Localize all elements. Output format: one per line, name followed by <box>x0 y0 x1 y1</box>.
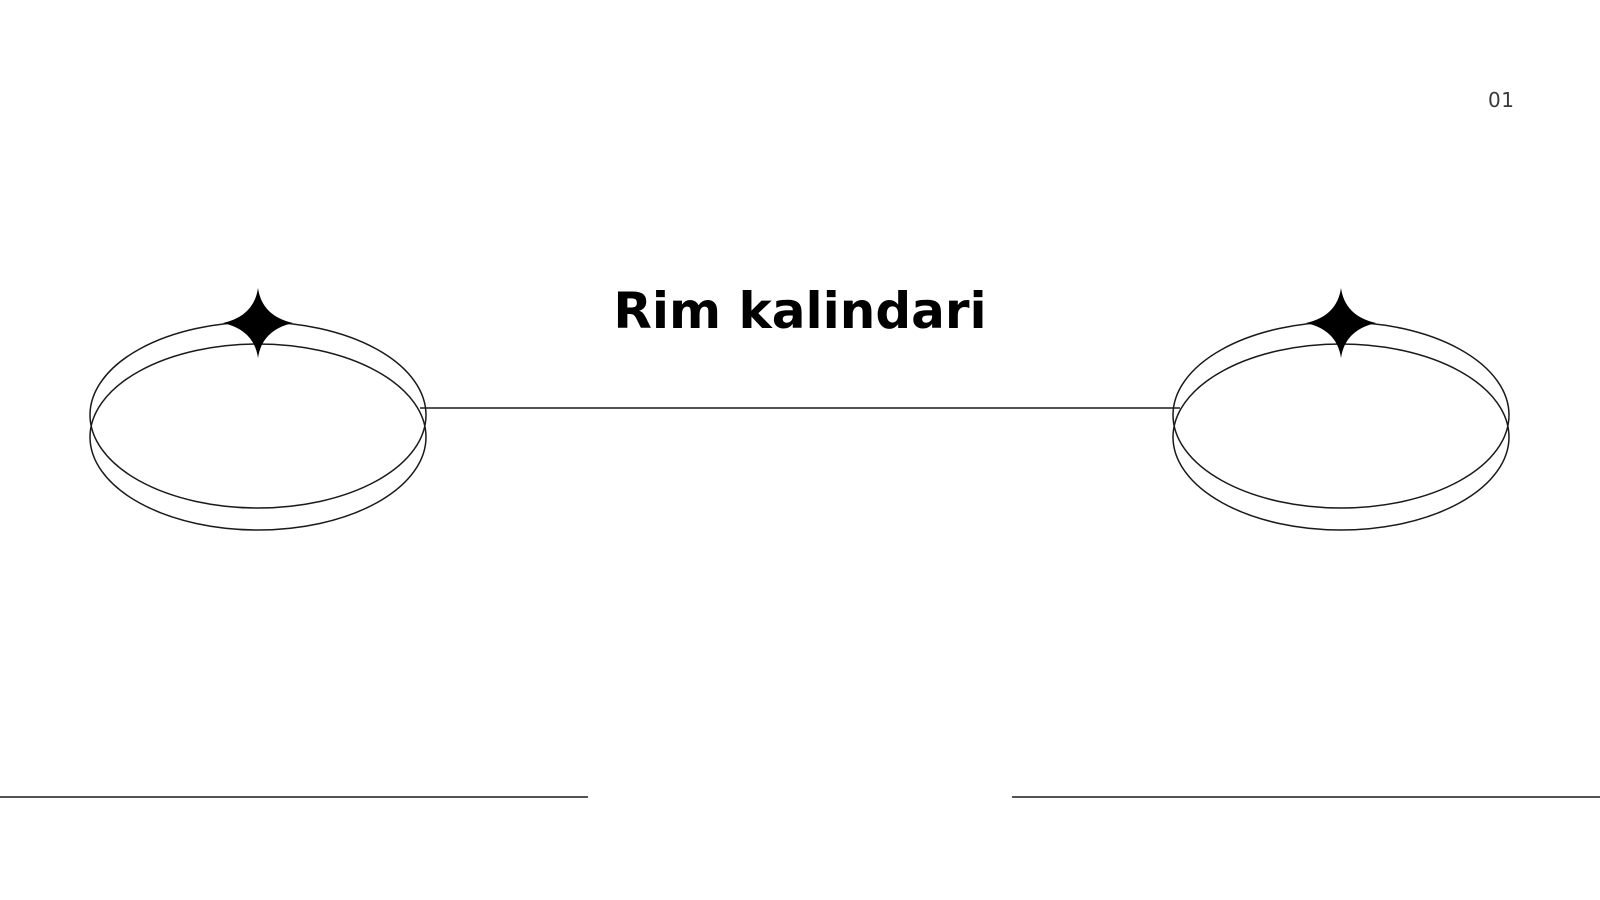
page-number: 01 <box>1488 88 1515 112</box>
slide-title: Rim kalindari <box>613 282 987 340</box>
right-star-icon <box>1306 288 1376 358</box>
left-star-icon <box>223 288 293 358</box>
